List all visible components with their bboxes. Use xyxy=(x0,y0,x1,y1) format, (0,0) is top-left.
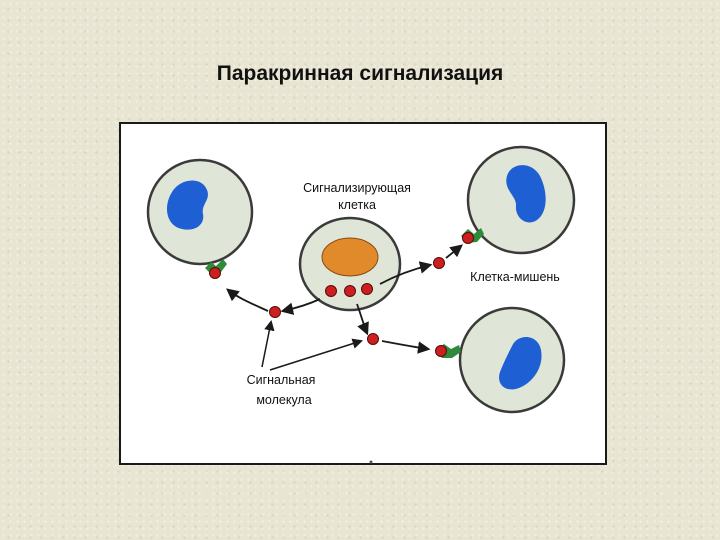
slide-title: Паракринная сигнализация xyxy=(216,62,504,85)
signal-molecule xyxy=(344,285,356,297)
arrow-to-molecule-left xyxy=(280,298,321,315)
target-cell-label: Клетка-мишень xyxy=(470,270,560,284)
arrow-to-molecule-right xyxy=(379,261,433,285)
signal-molecule xyxy=(361,283,373,295)
target-cell-bottom-right xyxy=(458,306,566,414)
pointer-to-molecule-left xyxy=(261,319,275,368)
signal-molecule-label-line1: Сигнальная xyxy=(247,373,316,387)
signaling-cell-label-line1: Сигнализирующая xyxy=(303,181,411,195)
target-cell-top-right xyxy=(466,145,576,255)
target-nucleus xyxy=(499,337,542,390)
arrow-to-target-bottom-right xyxy=(381,340,431,354)
signal-molecule xyxy=(367,333,379,345)
target-cell-top-left xyxy=(146,158,254,266)
receptor-top-right xyxy=(461,228,484,244)
stray-mark xyxy=(369,460,373,464)
signal-molecule xyxy=(433,257,445,269)
bound-signal-molecule xyxy=(209,267,221,279)
signaling-nucleus xyxy=(321,237,379,277)
receptor-top-left xyxy=(205,259,227,279)
bound-signal-molecule xyxy=(462,232,474,244)
bound-signal-molecule xyxy=(435,345,447,357)
signaling-cell-label-line2: клетка xyxy=(338,198,376,212)
arrow-to-target-top-right xyxy=(445,244,463,259)
signal-molecule-label-line2: молекула xyxy=(256,393,311,407)
signal-molecule xyxy=(325,285,337,297)
arrow-to-target-top-left xyxy=(226,288,269,312)
pointer-to-molecule-bottom xyxy=(269,338,364,371)
receptor-bottom-right xyxy=(435,344,461,358)
arrow-to-molecule-bottom xyxy=(356,303,369,336)
target-nucleus xyxy=(506,165,546,223)
signaling-cell xyxy=(298,216,402,312)
target-nucleus xyxy=(166,180,208,230)
signal-molecule xyxy=(269,306,281,318)
